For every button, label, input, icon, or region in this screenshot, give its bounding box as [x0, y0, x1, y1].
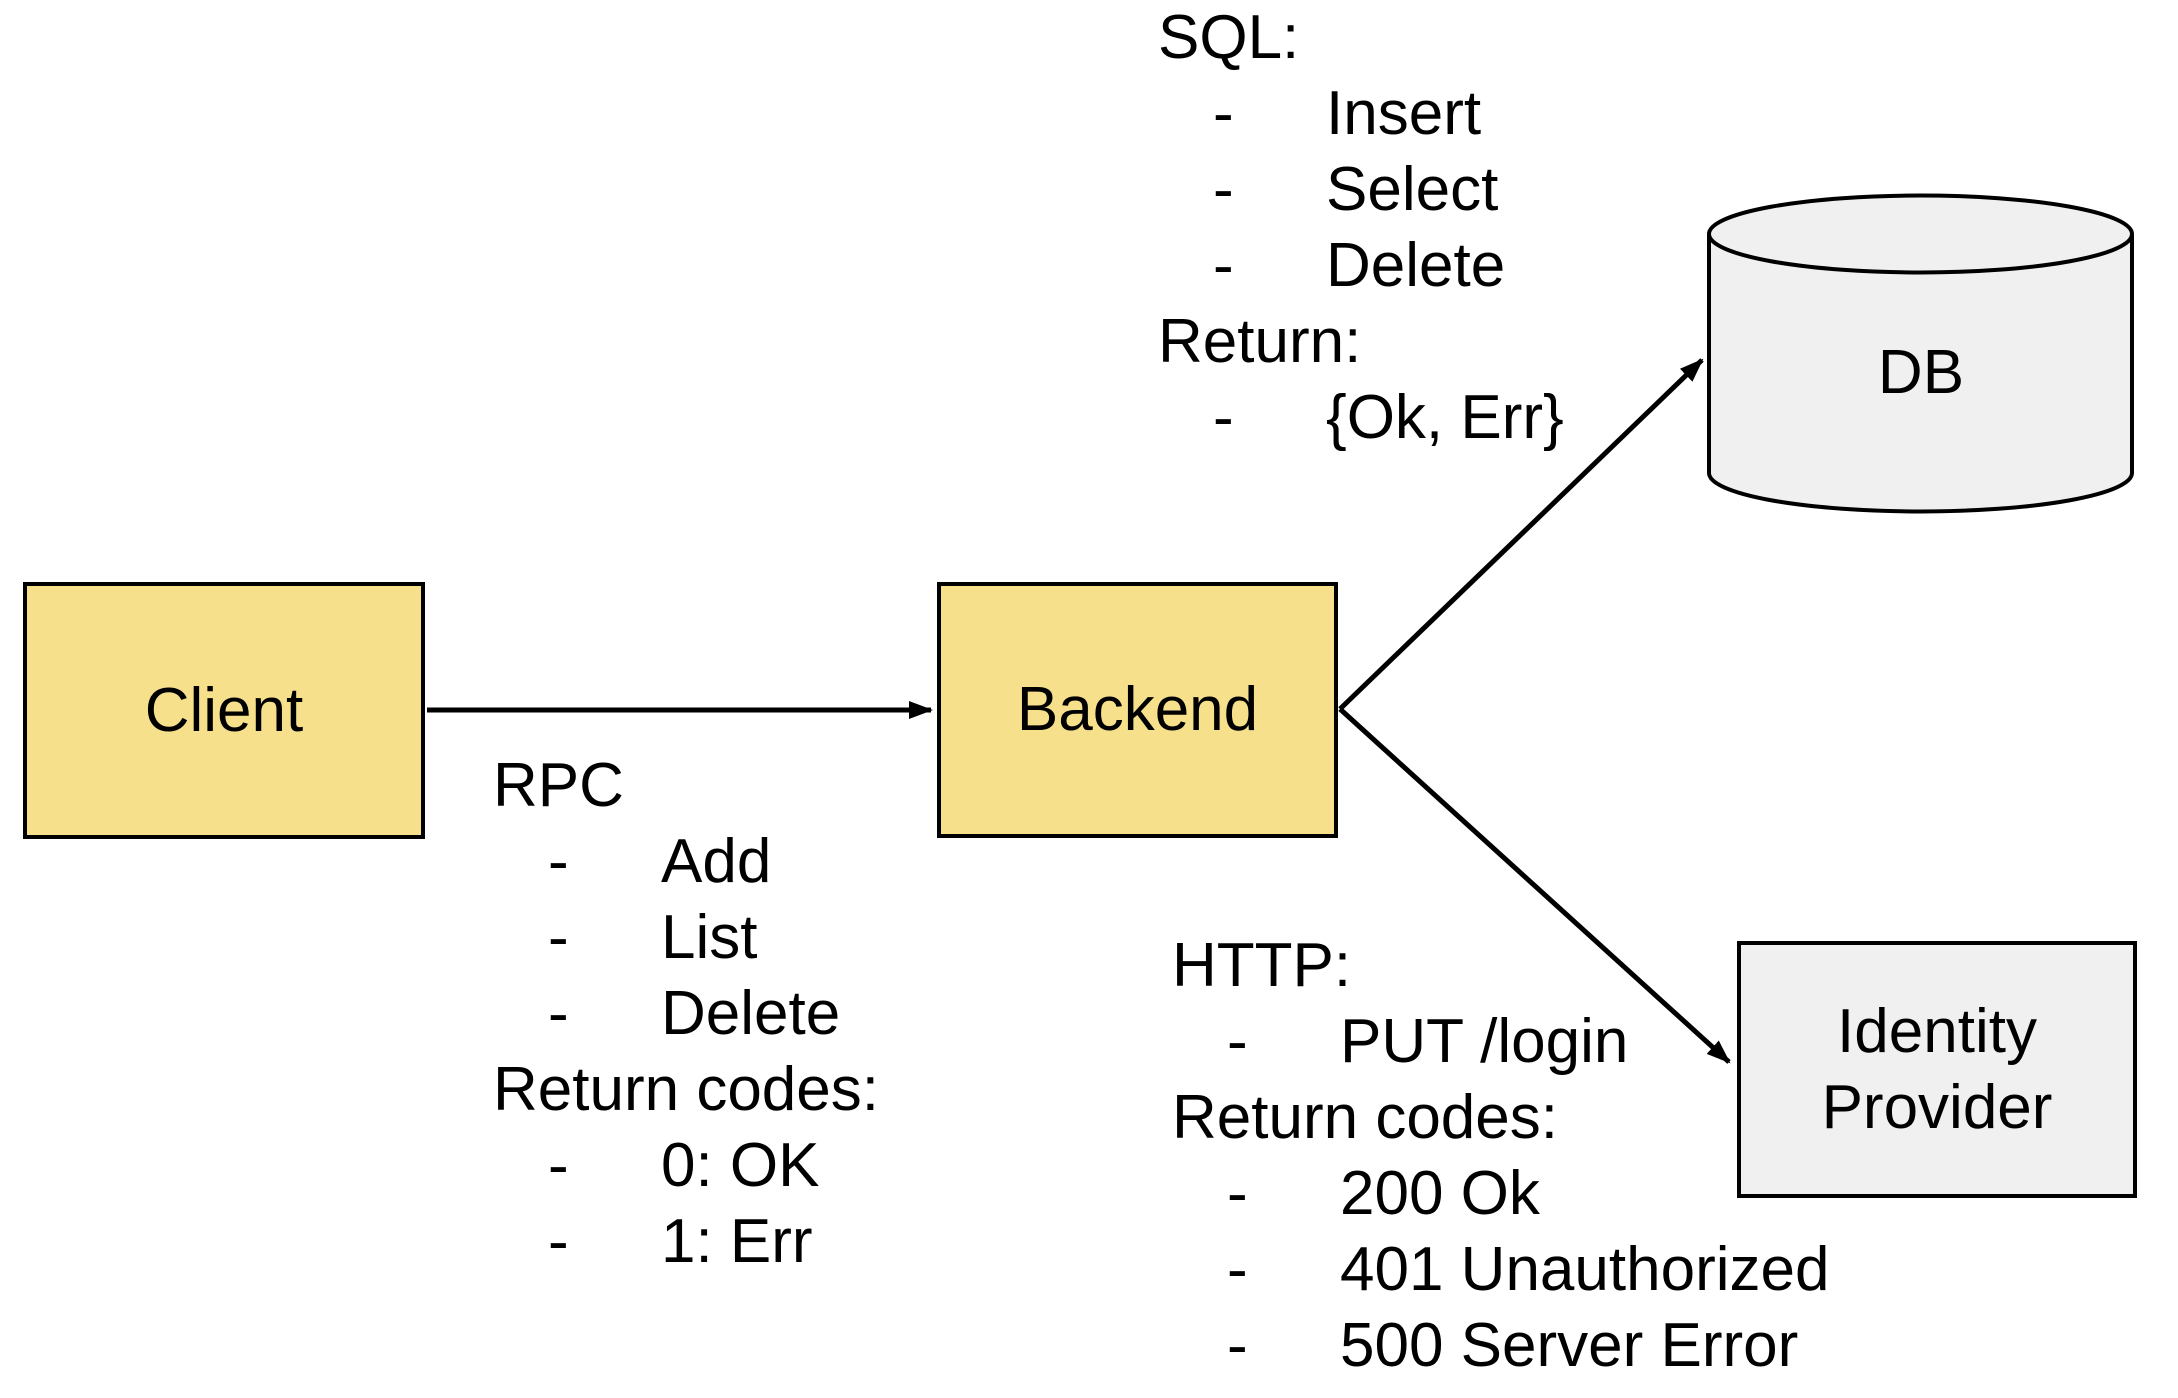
- http-item: -401 Unauthorized: [1172, 1232, 1829, 1308]
- bullet-dash: -: [548, 827, 569, 896]
- rpc-item: -Delete: [493, 976, 879, 1052]
- edge-backend-to-idp: [1338, 707, 1731, 1064]
- bullet-dash: -: [1213, 231, 1234, 300]
- bullet-dash: -: [1227, 1007, 1248, 1076]
- node-client-label: Client: [144, 675, 304, 745]
- db-label-text: DB: [1877, 337, 1965, 407]
- sql-item: -Select: [1158, 152, 1564, 228]
- sql-item: -{Ok, Err}: [1158, 380, 1564, 456]
- http-item: -500 Server Error: [1172, 1308, 1829, 1384]
- node-backend-label: Backend: [1016, 675, 1259, 744]
- rpc-title: RPC: [493, 751, 624, 820]
- http-subtitle: Return codes:: [1172, 1083, 1558, 1152]
- db-cylinder-shape: [1707, 193, 2134, 514]
- bullet-dash: -: [548, 903, 569, 972]
- node-identity-provider-label: Identity Provider: [1821, 996, 2053, 1142]
- rpc-item: -0: OK: [493, 1128, 879, 1204]
- rpc-item: -List: [493, 900, 879, 976]
- http-annotation: HTTP: -PUT /login Return codes: -200 Ok …: [1172, 928, 1829, 1384]
- http-title: HTTP:: [1172, 931, 1352, 1000]
- sql-title: SQL:: [1158, 3, 1300, 72]
- bullet-dash: -: [1227, 1159, 1248, 1228]
- http-item: -PUT /login: [1172, 1004, 1829, 1080]
- node-backend: Backend: [937, 582, 1338, 838]
- rpc-item: -1: Err: [493, 1204, 879, 1280]
- bullet-dash: -: [1213, 79, 1234, 148]
- rpc-item: -Add: [493, 824, 879, 900]
- node-client: Client: [23, 582, 425, 839]
- bullet-dash: -: [548, 979, 569, 1048]
- sql-annotation: SQL: -Insert -Select -Delete Return: -{O…: [1158, 0, 1564, 456]
- node-identity-provider: Identity Provider: [1737, 941, 2137, 1198]
- http-item: -200 Ok: [1172, 1156, 1829, 1232]
- bullet-dash: -: [1227, 1235, 1248, 1304]
- bullet-dash: -: [1213, 383, 1234, 452]
- node-db-label: DB: [1709, 272, 2133, 473]
- bullet-dash: -: [548, 1207, 569, 1276]
- bullet-dash: -: [548, 1131, 569, 1200]
- sql-item: -Insert: [1158, 76, 1564, 152]
- sql-item: -Delete: [1158, 228, 1564, 304]
- bullet-dash: -: [1213, 155, 1234, 224]
- bullet-dash: -: [1227, 1311, 1248, 1380]
- rpc-annotation: RPC -Add -List -Delete Return codes: -0:…: [493, 748, 879, 1280]
- sql-subtitle: Return:: [1158, 307, 1362, 376]
- rpc-subtitle: Return codes:: [493, 1055, 879, 1124]
- edge-backend-to-db: [1338, 358, 1704, 711]
